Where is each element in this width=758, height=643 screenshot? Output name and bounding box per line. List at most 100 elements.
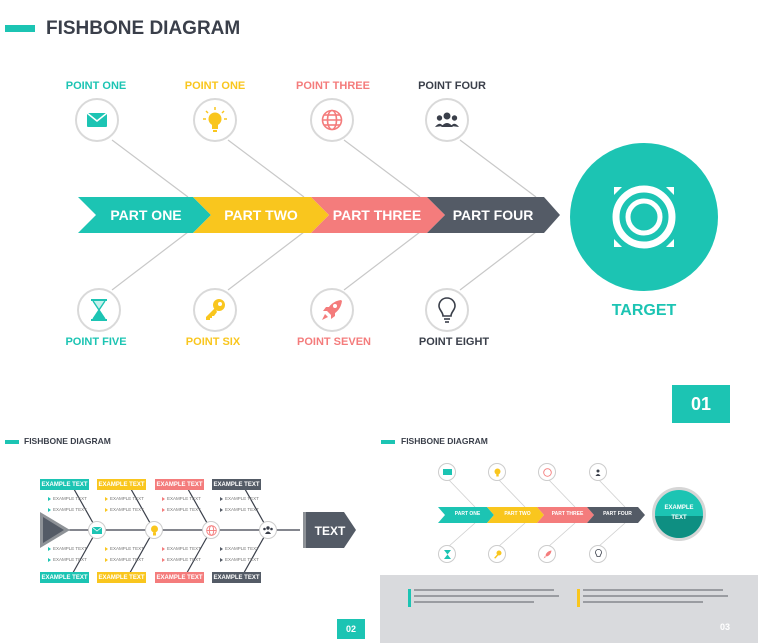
- top-point-label-3: POINT THREE: [296, 80, 370, 92]
- thumb2-envelope-icon: [88, 521, 106, 539]
- thumb2-bullet: EXAMPLE TEXT: [167, 546, 201, 551]
- thumb2-title: FISHBONE DIAGRAM: [24, 436, 111, 446]
- bottom-point-label-2: POINT SIX: [185, 336, 241, 348]
- thumb3-lightbulb-icon: [488, 463, 506, 481]
- lightbulb-icon: [193, 98, 237, 142]
- thumb2-bottom-box-1: EXAMPLE TEXT: [40, 572, 89, 583]
- bottom-point-label-1: POINT FIVE: [65, 336, 127, 348]
- thumb2-top-box-3: EXAMPLE TEXT: [155, 479, 204, 490]
- bottom-point-label-4: POINT EIGHT: [418, 336, 490, 348]
- top-point-label-4: POINT FOUR: [418, 80, 486, 92]
- bone-line-bottom-4: [459, 231, 537, 291]
- thumb2-title-accent-bar: [5, 440, 19, 444]
- bone-line-top-2: [227, 139, 305, 198]
- thumb2-bullet: EXAMPLE TEXT: [167, 496, 201, 501]
- thumb3-part-three-arrow: [537, 507, 594, 523]
- thumb2-top-box-2: EXAMPLE TEXT: [97, 479, 146, 490]
- thumb2-bullet: EXAMPLE TEXT: [167, 507, 201, 512]
- thumb2-bullet: EXAMPLE TEXT: [110, 496, 144, 501]
- thumb2-top-box-1: EXAMPLE TEXT: [40, 479, 89, 490]
- part-two-label: PART TWO: [224, 207, 298, 223]
- top-point-label-2: POINT ONE: [184, 80, 246, 92]
- page-title: FISHBONE DIAGRAM: [46, 18, 241, 39]
- thumb2-globe-icon: [202, 521, 220, 539]
- thumb3-text-panel: 03: [380, 575, 758, 643]
- bone-line-top-3: [343, 139, 421, 198]
- bone-line-bottom-1: [111, 231, 189, 291]
- thumb2-bullet: EXAMPLE TEXT: [53, 496, 87, 501]
- thumb2-people-icon: [259, 521, 277, 539]
- thumb2-head-text: TEXT: [314, 524, 346, 538]
- thumb3-text-lines-right: [583, 589, 733, 603]
- thumb3-part-two-arrow: [487, 507, 544, 523]
- thumb3-part-one-label: PART ONE: [454, 511, 481, 517]
- thumb3-people-icon: [589, 463, 607, 481]
- thumb3-text-lines-left: [414, 589, 564, 603]
- thumb2-bullet: EXAMPLE TEXT: [53, 546, 87, 551]
- thumb3-page-number: 03: [720, 622, 731, 632]
- target-circle: [570, 143, 718, 291]
- bone-line-top-1: [111, 139, 189, 198]
- part-three-label: PART THREE: [332, 207, 422, 223]
- globe-icon: [310, 98, 354, 142]
- thumb2-bullet: EXAMPLE TEXT: [167, 557, 201, 562]
- thumb2-page-badge: 02: [337, 619, 365, 639]
- target-label: TARGET: [611, 302, 677, 319]
- page-number-badge: 01: [672, 385, 730, 423]
- thumb2-bullet: EXAMPLE TEXT: [225, 546, 259, 551]
- part-one-label: PART ONE: [110, 207, 182, 223]
- bulb-outline-icon: [425, 288, 469, 332]
- key-icon: [193, 288, 237, 332]
- thumb2-bullet: EXAMPLE TEXT: [225, 557, 259, 562]
- thumb2-bullet: EXAMPLE TEXT: [225, 507, 259, 512]
- thumb3-part-one-arrow: [438, 507, 494, 523]
- bone-line-bottom-3: [343, 231, 421, 291]
- thumb3-target-text-1: EXAMPLE: [664, 505, 694, 511]
- thumb2-bullet: EXAMPLE TEXT: [110, 546, 144, 551]
- thumb3-key-icon: [488, 545, 506, 563]
- thumb3-target-text-2: TEXT: [671, 515, 687, 521]
- thumb3-part-three-label: PART THREE: [551, 511, 584, 517]
- thumb3-part-four-arrow: [587, 507, 645, 523]
- thumb3-text-accent-left: [408, 589, 411, 607]
- thumb2-bullet: EXAMPLE TEXT: [225, 496, 259, 501]
- thumb3-text-accent-right: [577, 589, 580, 607]
- thumb2-bottom-box-4: EXAMPLE TEXT: [212, 572, 261, 583]
- top-point-label-1: POINT ONE: [65, 80, 127, 92]
- thumb2-bullet: EXAMPLE TEXT: [110, 557, 144, 562]
- thumb3-bulb-outline-icon: [589, 545, 607, 563]
- thumb3-globe-icon: [538, 463, 556, 481]
- hourglass-icon: [77, 288, 121, 332]
- rocket-icon: [310, 288, 354, 332]
- part-one-arrow: [78, 197, 211, 233]
- fishbone-spine: [78, 197, 560, 233]
- title-accent-bar: [5, 25, 35, 32]
- part-two-arrow: [193, 197, 329, 233]
- bone-line-bottom-2: [227, 231, 305, 291]
- bone-line-top-4: [459, 139, 537, 198]
- part-four-arrow: [427, 197, 560, 233]
- bottom-point-label-3: POINT SEVEN: [297, 336, 371, 348]
- part-four-label: PART FOUR: [452, 207, 534, 223]
- thumb3-envelope-icon: [438, 463, 456, 481]
- thumb3-rocket-icon: [538, 545, 556, 563]
- envelope-icon: [75, 98, 119, 142]
- thumb3-title-accent-bar: [381, 440, 395, 444]
- thumb3-target-circle: [652, 487, 706, 541]
- thumb2-bottom-box-3: EXAMPLE TEXT: [155, 572, 204, 583]
- people-icon: [425, 98, 469, 142]
- thumb3-part-two-label: PART TWO: [504, 511, 531, 517]
- fishbone-connector-lines: [111, 139, 537, 291]
- lifebuoy-icon: [612, 185, 676, 249]
- thumb2-lightbulb-icon: [145, 521, 163, 539]
- thumb2-bullet: EXAMPLE TEXT: [53, 557, 87, 562]
- thumb2-head-shape: [305, 512, 356, 548]
- thumb2-bottom-box-2: EXAMPLE TEXT: [97, 572, 146, 583]
- thumb2-bullet: EXAMPLE TEXT: [53, 507, 87, 512]
- part-three-arrow: [311, 197, 445, 233]
- thumb2-bullet: EXAMPLE TEXT: [110, 507, 144, 512]
- thumb3-title: FISHBONE DIAGRAM: [401, 436, 488, 446]
- thumb2-top-box-4: EXAMPLE TEXT: [212, 479, 261, 490]
- thumb3-part-four-label: PART FOUR: [603, 511, 632, 517]
- thumb3-connector-lines: [438, 478, 645, 548]
